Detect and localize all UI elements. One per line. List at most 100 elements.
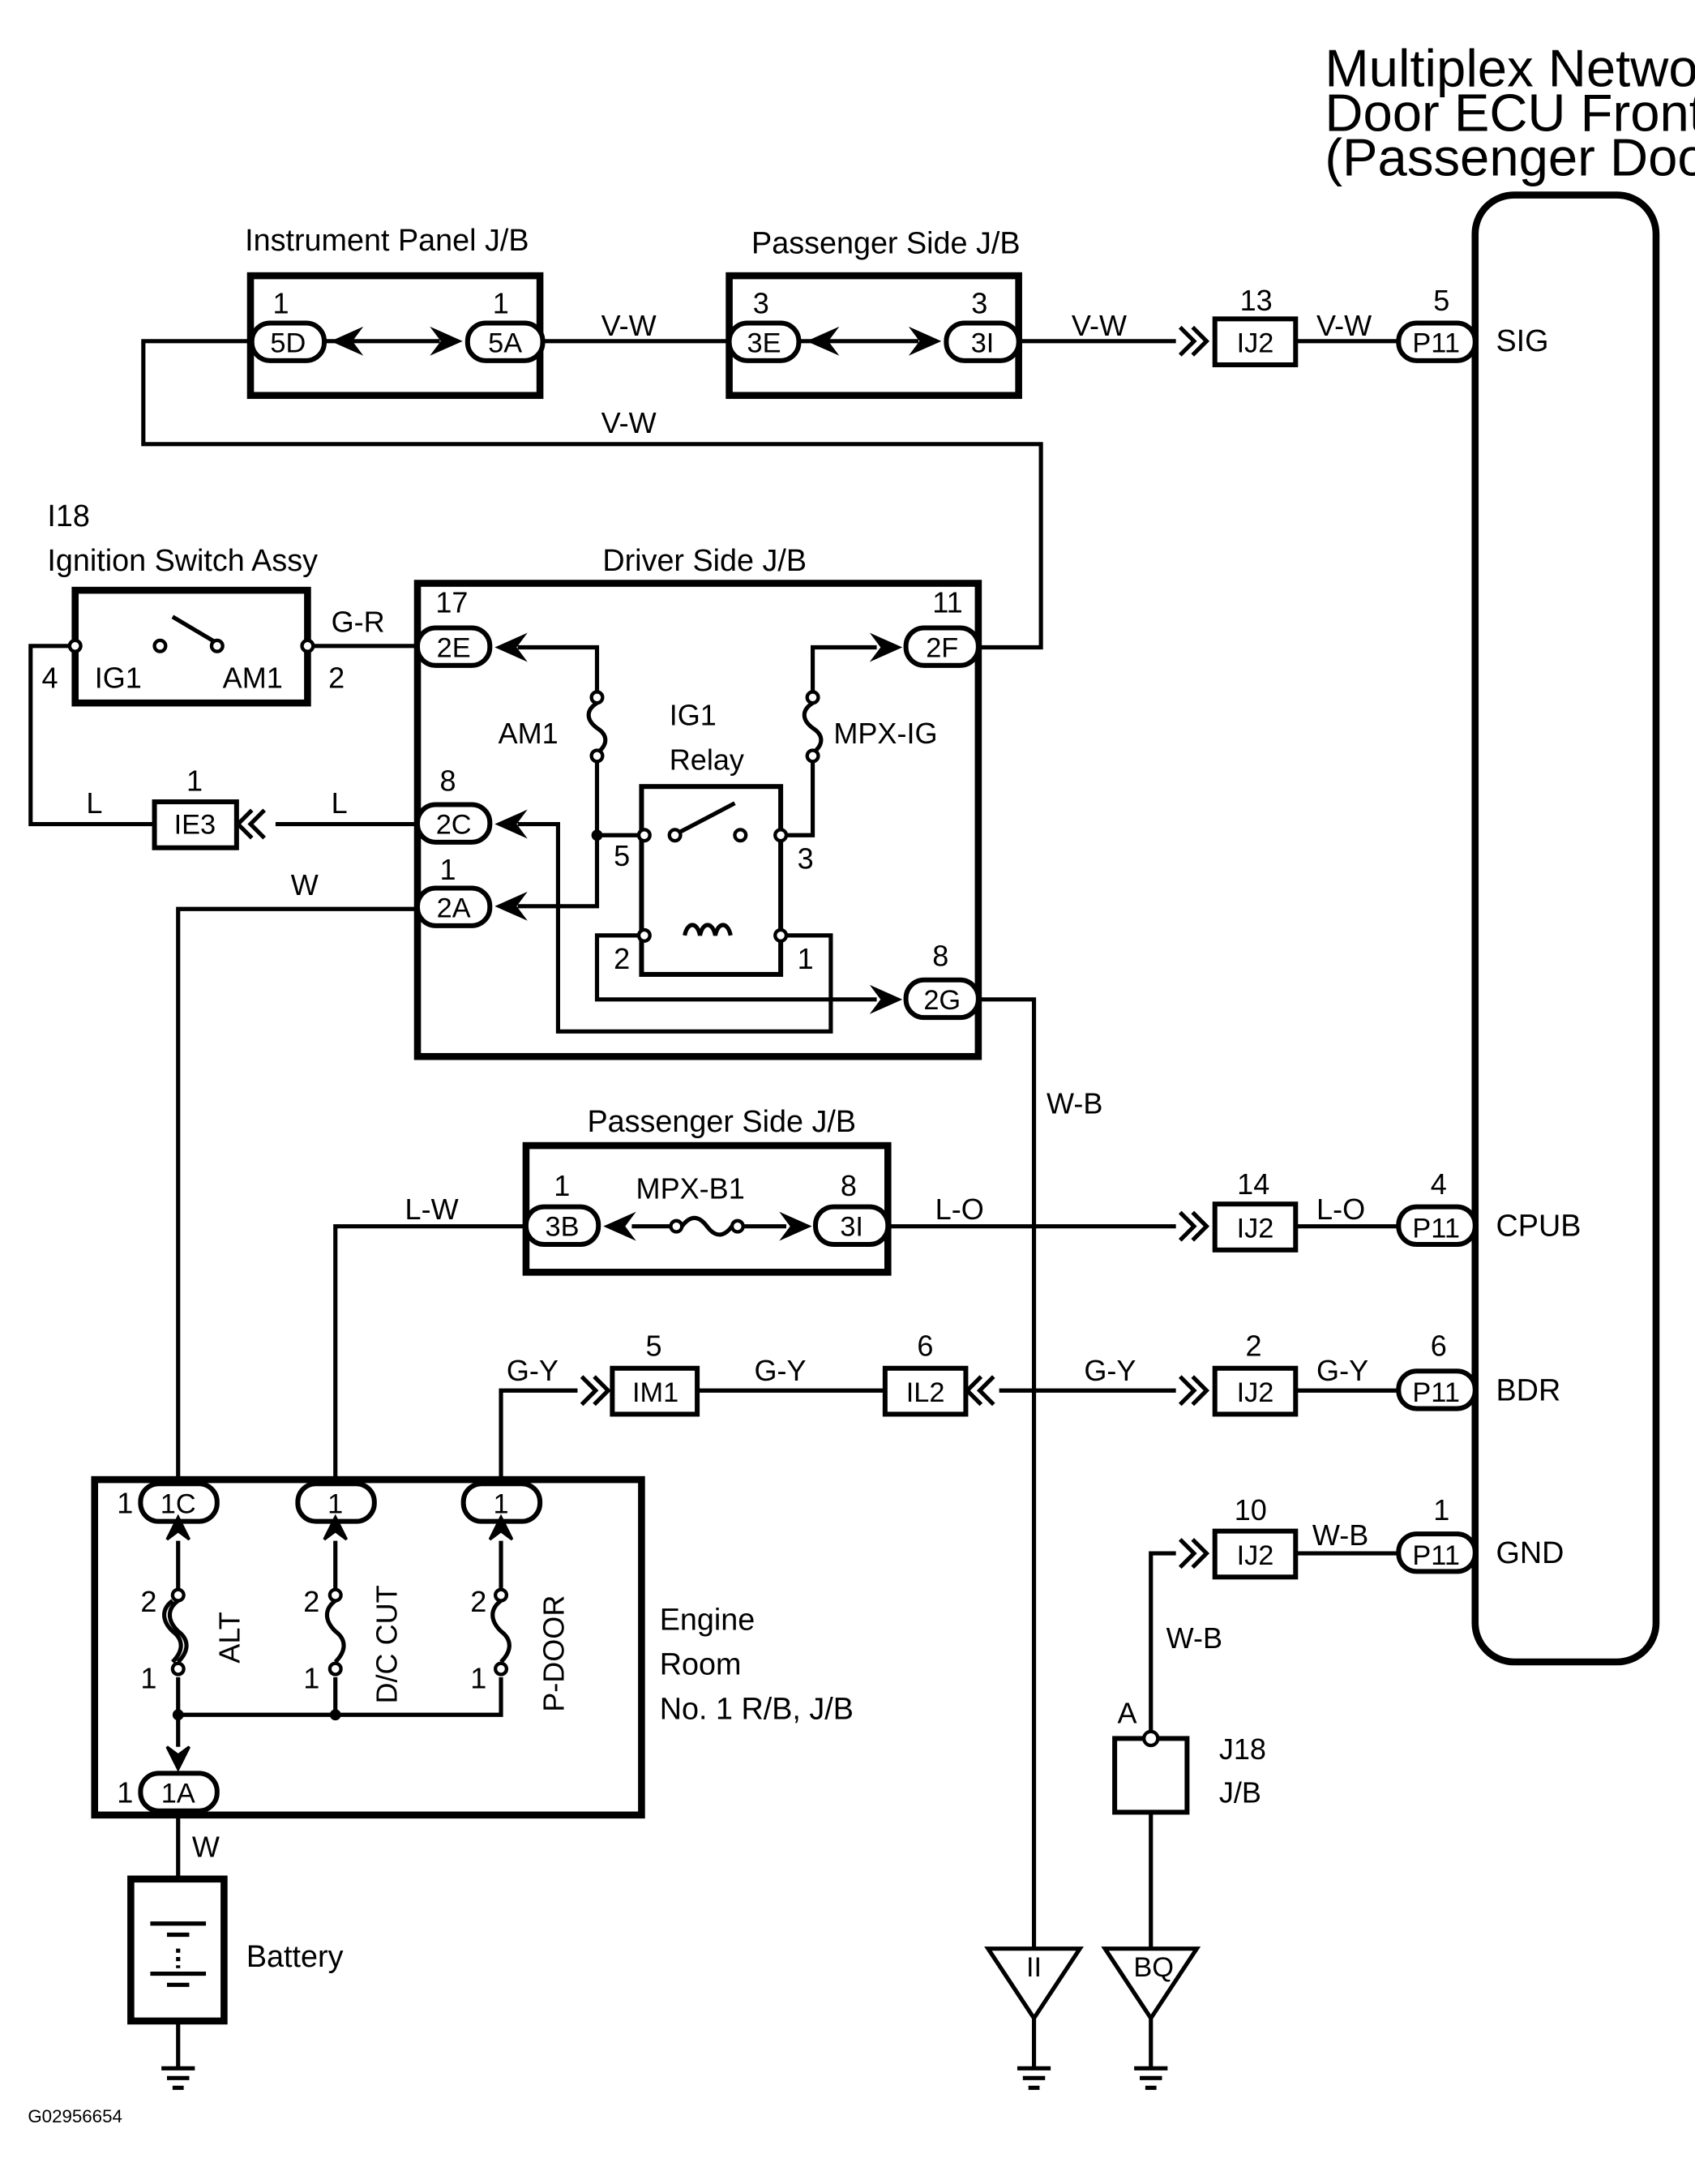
pin-number: 1 — [303, 1662, 319, 1695]
wire-color: V-W — [1072, 309, 1127, 342]
engine-room-name-line1: Engine — [660, 1604, 755, 1638]
connector-3i-mid: 3I — [840, 1212, 863, 1243]
driver-side-jb-label: Driver Side J/B — [602, 544, 807, 578]
ground-bq-label: BQ — [1133, 1952, 1174, 1983]
pin-number: 6 — [917, 1329, 933, 1362]
ground-icon — [161, 2066, 195, 2090]
connector-2f: 2F — [926, 633, 958, 664]
fuse-am1-label: AM1 — [499, 717, 559, 750]
ecu-box — [1471, 191, 1660, 1666]
connector-p11: P11 — [1412, 328, 1460, 359]
pin-number: 4 — [42, 661, 58, 694]
j18-name: J/B — [1219, 1775, 1261, 1809]
pin-number: 1 — [272, 286, 289, 319]
pin-number: 2 — [140, 1585, 156, 1618]
connector-p11: P11 — [1412, 1213, 1460, 1244]
relay-label-line1: IG1 — [670, 699, 717, 732]
ground-bq-triangle — [1101, 1946, 1201, 2023]
wire-color: G-R — [332, 606, 385, 639]
connector-ij2: IJ2 — [1237, 1540, 1274, 1571]
pin-number: 5 — [1433, 284, 1449, 317]
wire-color: W-B — [1166, 1621, 1222, 1655]
relay-contacts — [591, 801, 789, 943]
pin-number: 8 — [439, 764, 456, 797]
connector-1: 1 — [327, 1488, 343, 1519]
engine-room-jb-box — [91, 1475, 645, 1819]
pin-number: 4 — [1431, 1167, 1447, 1201]
pin-number: 8 — [932, 940, 948, 973]
engine-room-name-line2: Room — [660, 1647, 742, 1681]
wire-color: W — [291, 868, 319, 901]
pin-number: 5 — [614, 839, 630, 872]
pin-number: 2 — [614, 942, 630, 975]
ground-ii-label: II — [1026, 1952, 1042, 1983]
passenger-side-jb-top-label: Passenger Side J/B — [751, 227, 1021, 261]
battery-label: Battery — [246, 1940, 344, 1974]
pin-number: 2 — [328, 661, 345, 694]
wire-color: G-Y — [754, 1354, 806, 1387]
fuse-mpxig-label: MPX-IG — [833, 717, 937, 750]
relay-coil-icon — [683, 923, 733, 936]
j18-terminal — [1142, 1729, 1160, 1748]
wire-color: L-W — [405, 1193, 459, 1226]
pin-number: 1 — [117, 1486, 133, 1519]
pin-number: 1 — [554, 1169, 570, 1202]
connectors — [138, 316, 1478, 1814]
j18-terminal-label: A — [1118, 1697, 1137, 1730]
passenger-side-jb-mid-label: Passenger Side J/B — [587, 1105, 856, 1139]
pin-number: 1 — [186, 764, 203, 797]
fuse-mpxb1-label: MPX-B1 — [636, 1171, 745, 1205]
instrument-panel-jb-label: Instrument Panel J/B — [245, 224, 529, 258]
ignition-switch-id: I18 — [47, 499, 89, 533]
pin-number: 17 — [435, 586, 468, 619]
wire-color: L — [332, 786, 348, 820]
pin-number: 2 — [470, 1585, 486, 1618]
ignition-switch-contacts — [67, 615, 315, 653]
pin-number: 3 — [798, 841, 814, 875]
connector-1: 1 — [493, 1488, 508, 1519]
pin-number: 10 — [1235, 1493, 1267, 1527]
ecu-pin-bdr: BDR — [1496, 1373, 1561, 1407]
ignition-term-ig1: IG1 — [95, 661, 142, 694]
connector-2c: 2C — [436, 810, 472, 841]
connector-2g: 2G — [923, 985, 961, 1016]
connector-5d: 5D — [270, 328, 306, 359]
wire-color: W — [192, 1830, 220, 1863]
fuse-pdoor-label: P-DOOR — [537, 1595, 570, 1712]
pin-number: 6 — [1431, 1329, 1447, 1362]
ecu-name-line3: (Passenger Door ECU) — [1325, 128, 1695, 187]
pin-number: 1 — [117, 1775, 133, 1809]
ignition-term-am1: AM1 — [223, 661, 283, 694]
passenger-side-jb-mid-box — [522, 1141, 892, 1276]
ground-icon — [1017, 2066, 1051, 2090]
pin-number: 1 — [140, 1662, 156, 1695]
ecu-pin-cpub: CPUB — [1496, 1210, 1582, 1244]
wire-color: W-B — [1047, 1087, 1102, 1120]
connector-3b: 3B — [546, 1212, 580, 1243]
fuse-symbols — [162, 690, 824, 1721]
wire-color: V-W — [601, 406, 657, 439]
j18-id: J18 — [1219, 1732, 1266, 1766]
wire-color: G-Y — [1316, 1354, 1368, 1387]
pin-number: 14 — [1237, 1167, 1269, 1201]
ecu-pin-gnd: GND — [1496, 1536, 1564, 1570]
arrow-marks — [165, 326, 942, 1773]
ecu-name-line2: Door ECU Front RH — [1325, 84, 1695, 143]
pin-number: 13 — [1240, 284, 1273, 317]
connector-il2: IL2 — [906, 1377, 945, 1408]
ground-icon — [1134, 2066, 1168, 2090]
battery-box — [127, 1875, 228, 2025]
battery-icon — [150, 1921, 207, 1987]
figure-id: G02956654 — [28, 2106, 122, 2126]
wire-color: V-W — [601, 309, 657, 342]
connector-ij2: IJ2 — [1237, 1377, 1274, 1408]
fuse-alt-label: ALT — [212, 1612, 246, 1663]
pin-number: 1 — [439, 853, 456, 886]
pin-number: 5 — [646, 1329, 662, 1362]
wire-color: W-B — [1312, 1518, 1368, 1552]
connector-1c: 1C — [161, 1488, 196, 1519]
wire-color: G-Y — [1084, 1354, 1136, 1387]
connector-ij2: IJ2 — [1237, 328, 1274, 359]
ground-ii-triangle — [984, 1946, 1084, 2023]
